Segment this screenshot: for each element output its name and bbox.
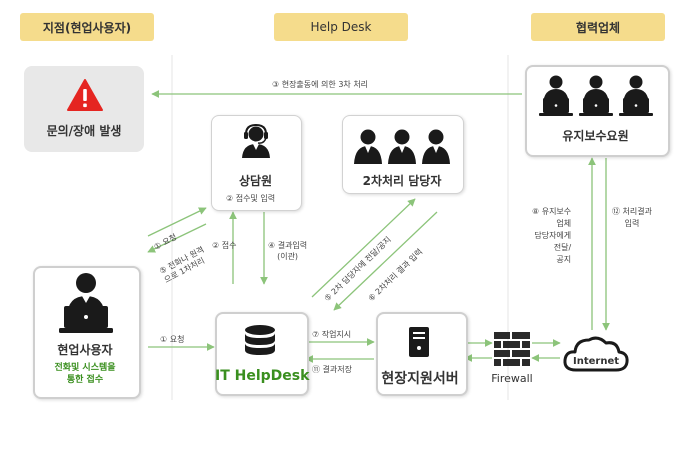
maintenance-staff-icon xyxy=(539,75,653,116)
counselor-label: 상담원 xyxy=(238,174,273,188)
receive-label: ② 접수 xyxy=(212,241,237,250)
user-sub-line-2: 통한 접수 xyxy=(66,375,104,385)
arrow-deliver-second xyxy=(311,198,416,298)
firewall-icon xyxy=(494,332,530,366)
maint-notice-line-1: ⑧ 유지보수 xyxy=(532,207,572,216)
firewall-label: Firewall xyxy=(491,372,533,385)
server-icon xyxy=(409,327,429,357)
internet-cloud-icon xyxy=(563,336,629,372)
database-icon xyxy=(245,325,275,355)
user-sub-label: 전화및 시스템을 통한 접수 xyxy=(33,362,137,386)
alert-icon xyxy=(67,79,103,111)
maint-notice-label: ⑧ 유지보수 업체 담당자에게 전달/ 공지 xyxy=(532,206,571,266)
header-branch: 지점(현업사용자) xyxy=(20,13,154,41)
result-in-line-2: 입력 xyxy=(624,219,640,228)
maint-notice-line-2: 업체 xyxy=(556,219,572,228)
header-helpdesk: Help Desk xyxy=(274,13,408,41)
result-input-line-1: ④ 결과입력 xyxy=(268,241,308,250)
user-label: 현업사용자 xyxy=(57,343,113,357)
request-label: ① 요청 xyxy=(160,335,185,344)
work-order-label: ⑦ 작업지시 xyxy=(312,330,352,339)
arrow-second-result xyxy=(333,211,438,311)
headset-person-icon xyxy=(242,124,270,158)
user-sub-line-1: 전화및 시스템을 xyxy=(54,363,116,373)
counselor-box xyxy=(211,115,302,211)
maint-notice-line-4: 전달/ xyxy=(553,243,572,252)
header-partner: 협력업체 xyxy=(531,13,665,41)
maintenance-label: 유지보수요원 xyxy=(562,129,629,143)
user-laptop-icon xyxy=(59,273,113,333)
it-helpdesk-label: IT HelpDesk xyxy=(215,368,310,384)
internet-label: Internet xyxy=(572,356,619,367)
result-in-line-1: ⑫ 처리결과 xyxy=(612,207,652,216)
maint-notice-line-5: 공지 xyxy=(556,255,572,264)
result-in-label: ⑫ 처리결과 입력 xyxy=(612,206,652,230)
result-input-label: ④ 결과입력 (이관) xyxy=(268,240,307,262)
result-input-line-2: (이관) xyxy=(277,252,299,261)
onsite-label: ③ 현장출동에 의한 3차 처리 xyxy=(272,80,369,89)
result-save-label: ⑪ 결과저장 xyxy=(312,365,352,374)
counsel-input-label: ② 접수및 입력 xyxy=(226,194,276,203)
arrow-phone-first xyxy=(147,223,207,253)
field-server-label: 현장지원서버 xyxy=(381,371,459,387)
arrow-request-up xyxy=(147,207,207,237)
inquiry-label: 문의/장애 발생 xyxy=(46,124,122,138)
staff-group-icon xyxy=(354,129,450,164)
maint-notice-line-3: 담당자에게 xyxy=(534,231,572,240)
second-staff-label: 2차처리 담당자 xyxy=(362,174,442,188)
